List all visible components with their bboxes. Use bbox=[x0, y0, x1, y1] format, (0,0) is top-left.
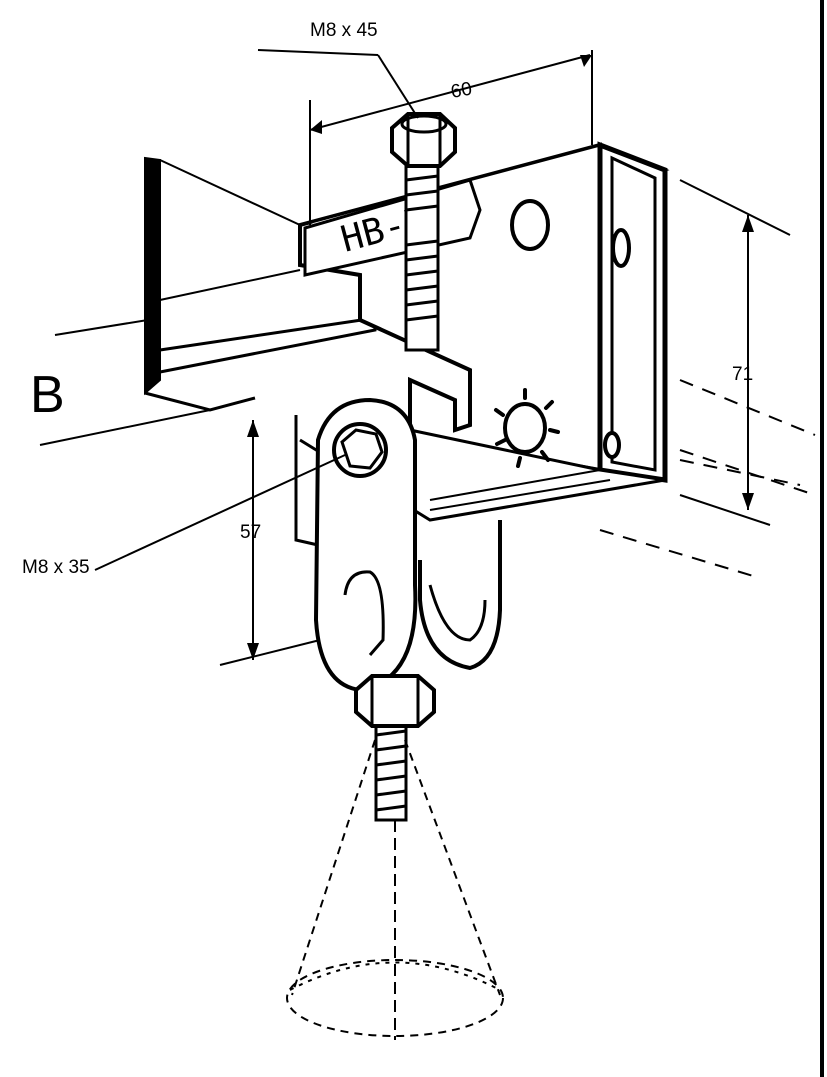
label-bolt-top: M8 x 45 bbox=[310, 20, 378, 41]
dimension-lines bbox=[94, 49, 816, 666]
top-bolt bbox=[390, 112, 457, 352]
label-bolt-side: M8 x 35 bbox=[22, 557, 90, 578]
hanging-link bbox=[294, 397, 502, 693]
dimension-arrows bbox=[247, 55, 754, 660]
label-beam: B bbox=[30, 366, 65, 424]
beam-flange bbox=[39, 156, 377, 446]
hole-teeth bbox=[494, 388, 560, 468]
label-height-left: 57 bbox=[240, 522, 261, 543]
clamp-holes bbox=[503, 199, 631, 459]
lower-rod bbox=[354, 674, 436, 822]
label-width: 60 bbox=[449, 79, 473, 103]
load-cone bbox=[286, 739, 504, 1040]
label-height-right: 71 bbox=[732, 364, 753, 385]
